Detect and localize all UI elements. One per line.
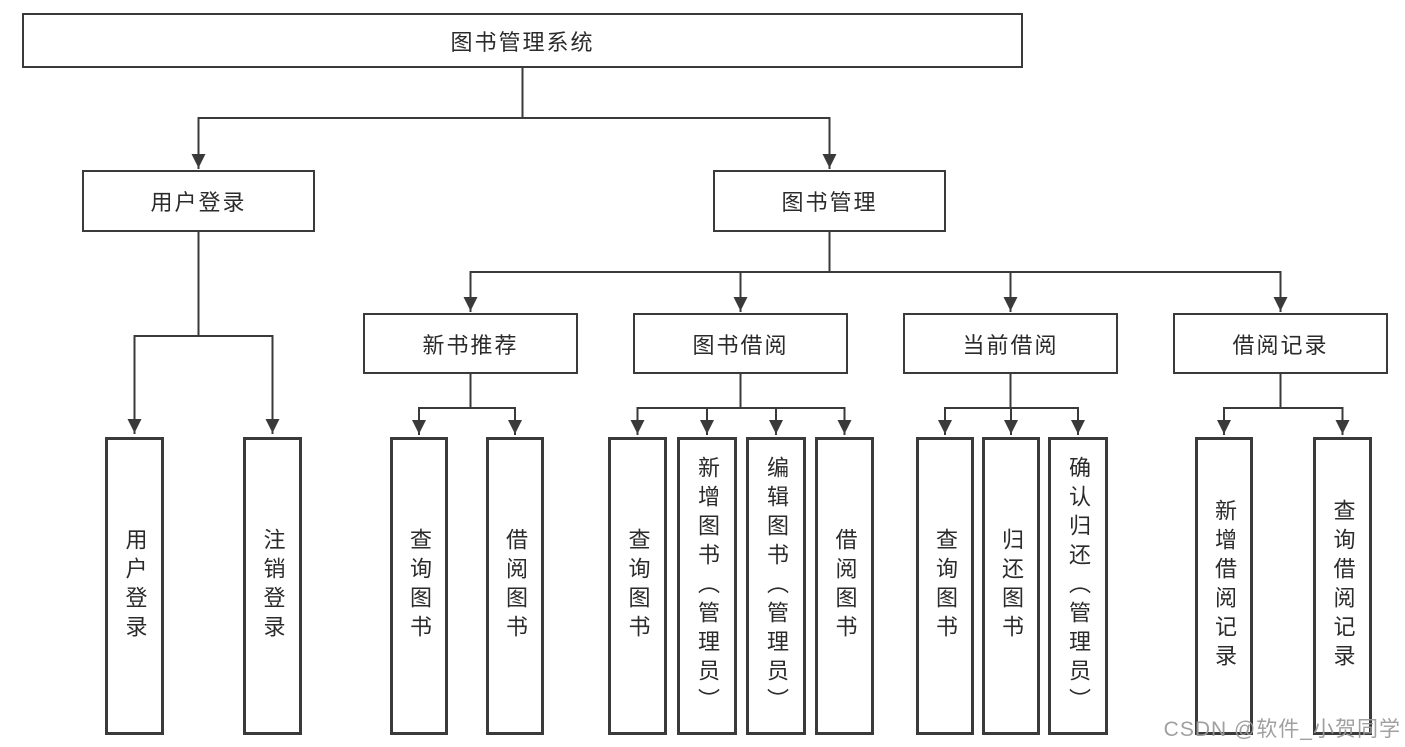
leaf-edit-books-admin: 编辑图书（管理员） <box>746 437 806 735</box>
connector-user-login-to-leaves <box>127 231 280 434</box>
leaf-borrow-books-recommend: 借阅图书 <box>486 437 544 735</box>
leaf-borrow-books-borrowing-label: 借阅图书 <box>832 528 858 644</box>
connector-current-borrowing-to-leaves <box>938 373 1085 435</box>
connector-new-book-recommend-to-leaves <box>412 373 522 435</box>
leaf-confirm-return-admin-label: 确认归还（管理员） <box>1066 455 1091 717</box>
connector-borrowing-records-to-leaves <box>1217 373 1350 435</box>
connector-book-management-to-level3 <box>463 231 1288 312</box>
leaf-add-borrow-record: 新增借阅记录 <box>1195 437 1253 735</box>
leaf-query-books-borrowing-label: 查询图书 <box>625 528 651 644</box>
leaf-query-books-current-label: 查询图书 <box>933 528 958 644</box>
leaf-query-books-recommend: 查询图书 <box>390 437 448 735</box>
csdn-watermark: CSDN @软件_小贺同学 <box>1163 718 1401 741</box>
leaf-user-login: 用户登录 <box>105 437 164 735</box>
leaf-borrow-books-recommend-label: 借阅图书 <box>503 528 528 644</box>
node-borrowing-records: 借阅记录 <box>1173 313 1388 374</box>
connector-root-to-level2 <box>191 67 837 169</box>
leaf-query-borrow-record-label: 查询借阅记录 <box>1330 499 1356 673</box>
leaf-return-books-label: 归还图书 <box>999 528 1024 644</box>
node-root: 图书管理系统 <box>22 13 1023 68</box>
leaf-query-books-borrowing: 查询图书 <box>608 437 667 735</box>
leaf-query-books-recommend-label: 查询图书 <box>407 528 432 644</box>
leaf-return-books: 归还图书 <box>982 437 1040 735</box>
node-new-book-recommend: 新书推荐 <box>363 313 578 374</box>
leaf-user-login-label: 用户登录 <box>122 528 148 644</box>
leaf-edit-books-admin-label: 编辑图书（管理员） <box>764 455 789 717</box>
leaf-query-borrow-record: 查询借阅记录 <box>1313 437 1372 735</box>
connector-book-borrowing-to-leaves <box>630 373 852 435</box>
leaf-query-books-current: 查询图书 <box>916 437 974 735</box>
leaf-logout: 注销登录 <box>243 437 302 735</box>
leaf-logout-label: 注销登录 <box>260 528 286 644</box>
leaf-add-borrow-record-label: 新增借阅记录 <box>1212 499 1237 673</box>
leaf-borrow-books-borrowing: 借阅图书 <box>815 437 874 735</box>
leaf-add-books-admin-label: 新增图书（管理员） <box>695 455 720 717</box>
node-user-login-branch: 用户登录 <box>82 170 315 232</box>
leaf-confirm-return-admin: 确认归还（管理员） <box>1048 437 1108 735</box>
node-current-borrowing: 当前借阅 <box>903 313 1118 374</box>
node-book-management: 图书管理 <box>713 170 946 232</box>
leaf-add-books-admin: 新增图书（管理员） <box>677 437 737 735</box>
node-book-borrowing: 图书借阅 <box>633 313 848 374</box>
